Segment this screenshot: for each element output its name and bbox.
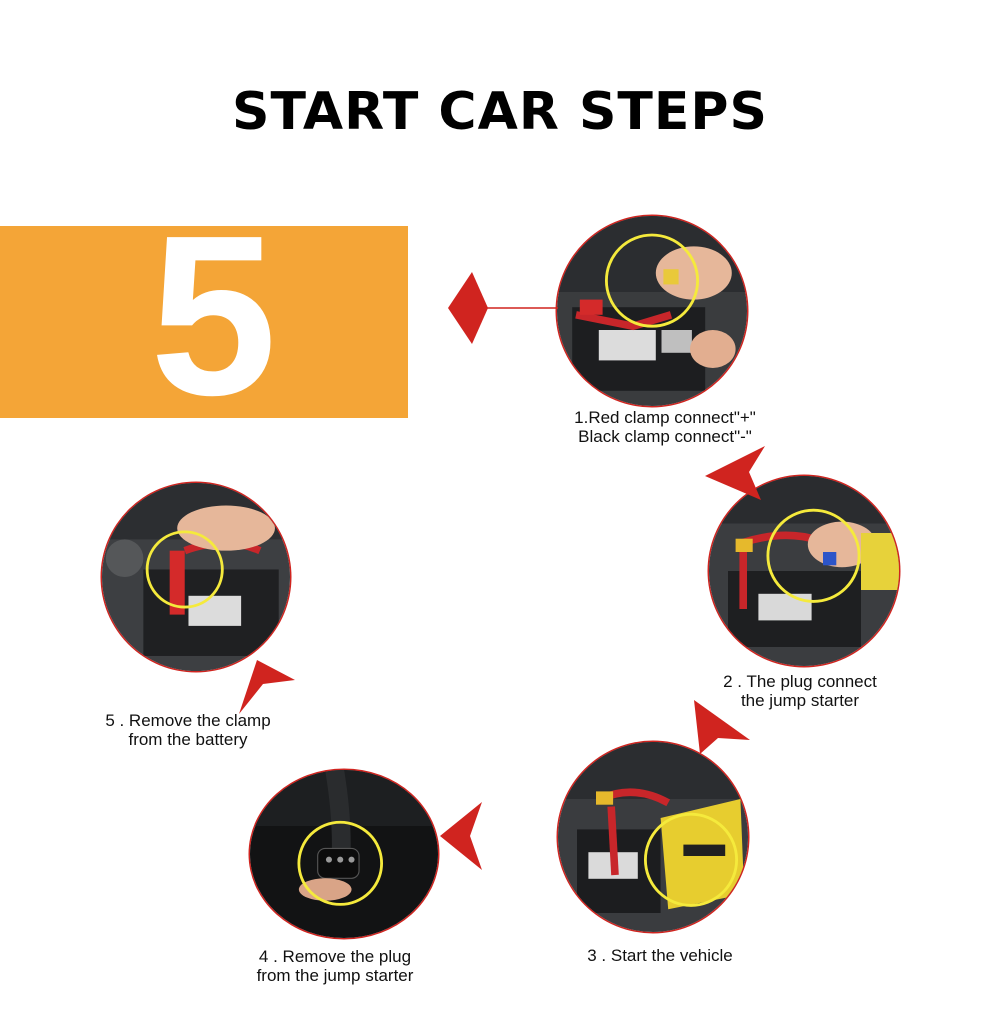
step-1-caption: 1.Red clamp connect"+" Black clamp conne… — [500, 408, 830, 446]
arrow-to-step-2-icon — [705, 442, 773, 502]
arrow-to-step-5-icon — [233, 660, 297, 716]
banner-line-steps: STEPS — [867, 245, 986, 286]
step-5-caption-line-2: from the battery — [128, 730, 248, 749]
step-2-caption: 2 . The plug connect the jump starter — [680, 672, 920, 710]
banner-line-to: TO — [936, 285, 986, 326]
step-2-photo — [709, 476, 899, 666]
banner-line-easily: EASILY — [859, 365, 986, 406]
engine-bay-battery-image — [557, 216, 747, 406]
remove-clamp-image — [102, 483, 290, 671]
step-2-caption-line-2: the jump starter — [740, 691, 860, 710]
steps-banner — [0, 226, 408, 418]
step-3-photo — [558, 742, 748, 932]
arrow-to-step-3-icon — [688, 700, 752, 756]
car-key-image — [250, 770, 438, 938]
step-1-caption-line-1: 1.Red clamp connect"+" — [574, 408, 756, 427]
step-2-caption-line-1: 2 . The plug connect — [723, 672, 877, 691]
step-5-caption-line-1: 5 . Remove the clamp — [105, 711, 271, 730]
jump-starter-connected-image — [558, 742, 748, 932]
step-4-caption-line-2: from the jump starter — [256, 966, 414, 985]
step-5-photo — [102, 483, 290, 671]
step-5-caption: 5 . Remove the clamp from the battery — [68, 711, 308, 749]
plug-connect-image — [709, 476, 899, 666]
step-3-caption: 3 . Start the vehicle — [540, 946, 780, 965]
banner-number: 5 — [150, 189, 277, 443]
step-3-caption-line-1: 3 . Start the vehicle — [587, 946, 733, 965]
step-4-caption: 4 . Remove the plug from the jump starte… — [220, 947, 450, 985]
banner-line-start: START — [868, 325, 986, 366]
step-1-photo — [557, 216, 747, 406]
page-title: START CAR STEPS — [232, 82, 768, 142]
arrow-to-step-1-icon — [448, 272, 558, 344]
step-4-photo — [250, 770, 438, 938]
step-4-caption-line-1: 4 . Remove the plug — [258, 947, 412, 966]
step-1-caption-line-2: Black clamp connect"-" — [578, 427, 752, 446]
arrow-to-step-4-icon — [440, 802, 486, 870]
